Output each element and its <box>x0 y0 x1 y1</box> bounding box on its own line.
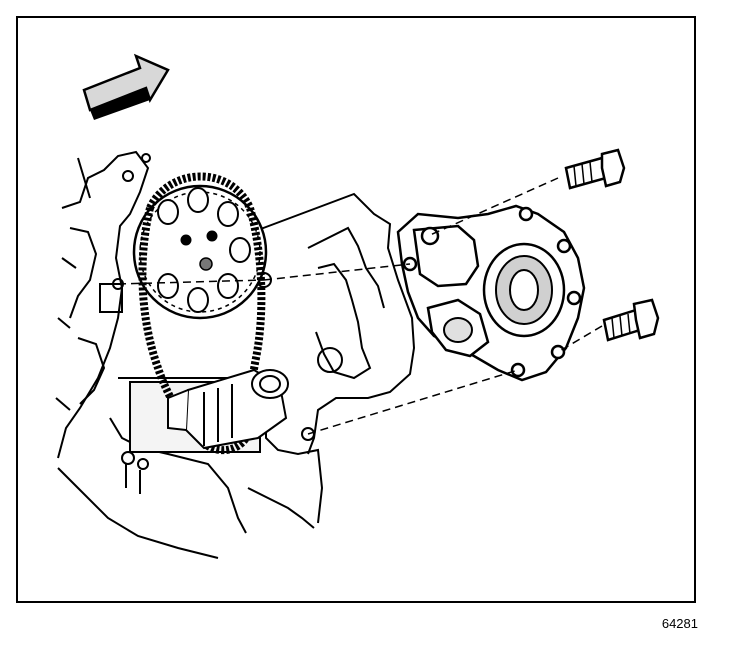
figure-id-label: 64281 <box>661 616 698 631</box>
diagram-frame <box>16 16 696 603</box>
upper-bolt <box>564 148 626 190</box>
engine-front-diagram <box>55 53 660 559</box>
lower-bolt <box>602 298 660 342</box>
camshaft-sprocket <box>132 184 268 320</box>
oil-pump <box>396 204 586 382</box>
alignment-lines <box>117 177 603 435</box>
crankshaft-sprocket <box>167 368 289 450</box>
direction-arrow <box>82 53 170 120</box>
